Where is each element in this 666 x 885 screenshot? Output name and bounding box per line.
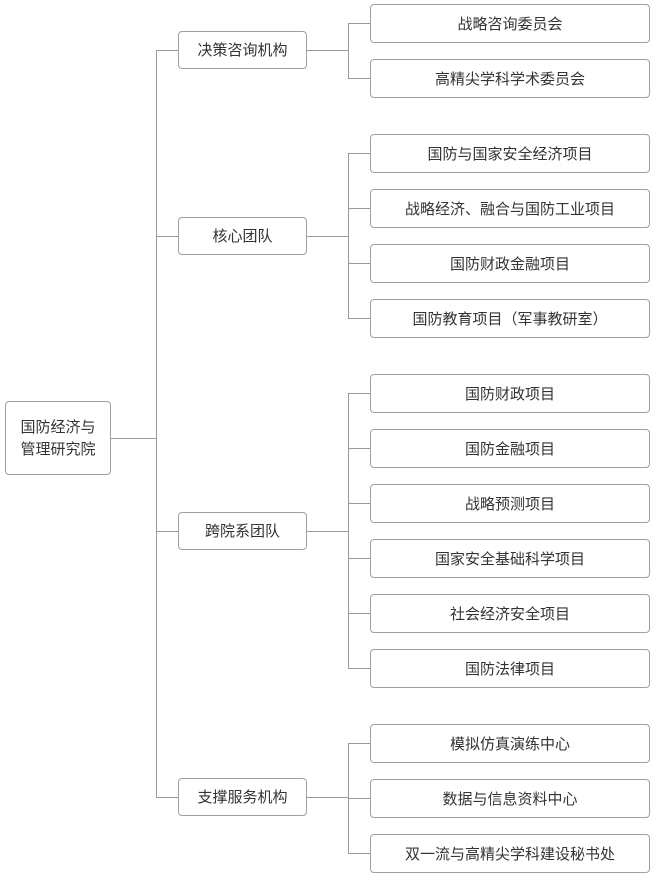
leaf-node: 双一流与高精尖学科建设秘书处 — [370, 834, 650, 873]
leaf-node: 高精尖学科学术委员会 — [370, 59, 650, 98]
leaf-node: 国家安全基础科学项目 — [370, 539, 650, 578]
leaf-node: 战略预测项目 — [370, 484, 650, 523]
leaf-connector — [348, 23, 370, 24]
branch-label: 核心团队 — [212, 227, 273, 245]
leaf-node: 国防与国家安全经济项目 — [370, 134, 650, 173]
leaf-connector — [348, 153, 370, 154]
root-label: 国防经济与管理研究院 — [20, 418, 96, 458]
root-connector — [111, 438, 156, 439]
leaf-node: 社会经济安全项目 — [370, 594, 650, 633]
branch-node: 核心团队 — [178, 217, 307, 255]
leaf-connector — [348, 393, 370, 394]
root-node: 国防经济与管理研究院 — [5, 401, 111, 475]
leaf-connector — [348, 503, 370, 504]
leaf-label: 国家安全基础科学项目 — [434, 549, 585, 568]
leaf-node: 国防教育项目（军事教研室） — [370, 299, 650, 338]
leaf-label: 双一流与高精尖学科建设秘书处 — [404, 844, 615, 863]
leaf-label: 高精尖学科学术委员会 — [434, 69, 585, 88]
leaf-connector — [348, 743, 370, 744]
leaf-node: 数据与信息资料中心 — [370, 779, 650, 818]
leaf-label: 国防财政项目 — [464, 384, 555, 403]
leaf-connector — [348, 558, 370, 559]
leaf-connector — [348, 798, 370, 799]
sub-trunk — [348, 393, 349, 669]
branch-node: 支撑服务机构 — [178, 778, 307, 816]
sub-trunk — [348, 153, 349, 319]
branch-out-connector — [307, 236, 348, 237]
leaf-label: 国防金融项目 — [464, 439, 555, 458]
main-trunk — [156, 50, 157, 798]
branch-out-connector — [307, 531, 348, 532]
leaf-connector — [348, 208, 370, 209]
branch-label: 跨院系团队 — [204, 522, 280, 540]
branch-out-connector — [307, 50, 348, 51]
leaf-node: 国防法律项目 — [370, 649, 650, 688]
branch-label: 决策咨询机构 — [197, 41, 288, 59]
leaf-label: 数据与信息资料中心 — [442, 789, 578, 808]
leaf-node: 国防财政金融项目 — [370, 244, 650, 283]
branch-label: 支撑服务机构 — [197, 788, 288, 806]
branch-connector — [156, 797, 178, 798]
leaf-node: 国防财政项目 — [370, 374, 650, 413]
leaf-node: 战略经济、融合与国防工业项目 — [370, 189, 650, 228]
leaf-label: 模拟仿真演练中心 — [449, 734, 570, 753]
leaf-connector — [348, 853, 370, 854]
branch-connector — [156, 531, 178, 532]
branch-node: 决策咨询机构 — [178, 31, 307, 69]
leaf-connector — [348, 613, 370, 614]
branch-out-connector — [307, 797, 348, 798]
leaf-label: 战略预测项目 — [464, 494, 555, 513]
leaf-connector — [348, 263, 370, 264]
leaf-label: 社会经济安全项目 — [449, 604, 570, 623]
leaf-label: 国防财政金融项目 — [449, 254, 570, 273]
leaf-label: 战略咨询委员会 — [457, 14, 563, 33]
leaf-connector — [348, 448, 370, 449]
leaf-node: 战略咨询委员会 — [370, 4, 650, 43]
leaf-connector — [348, 668, 370, 669]
leaf-node: 模拟仿真演练中心 — [370, 724, 650, 763]
leaf-label: 国防法律项目 — [464, 659, 555, 678]
leaf-label: 国防教育项目（军事教研室） — [412, 309, 608, 328]
branch-node: 跨院系团队 — [178, 512, 307, 550]
leaf-connector — [348, 318, 370, 319]
branch-connector — [156, 236, 178, 237]
branch-connector — [156, 50, 178, 51]
leaf-node: 国防金融项目 — [370, 429, 650, 468]
leaf-connector — [348, 78, 370, 79]
leaf-label: 国防与国家安全经济项目 — [427, 144, 593, 163]
leaf-label: 战略经济、融合与国防工业项目 — [404, 199, 615, 218]
sub-trunk — [348, 23, 349, 79]
